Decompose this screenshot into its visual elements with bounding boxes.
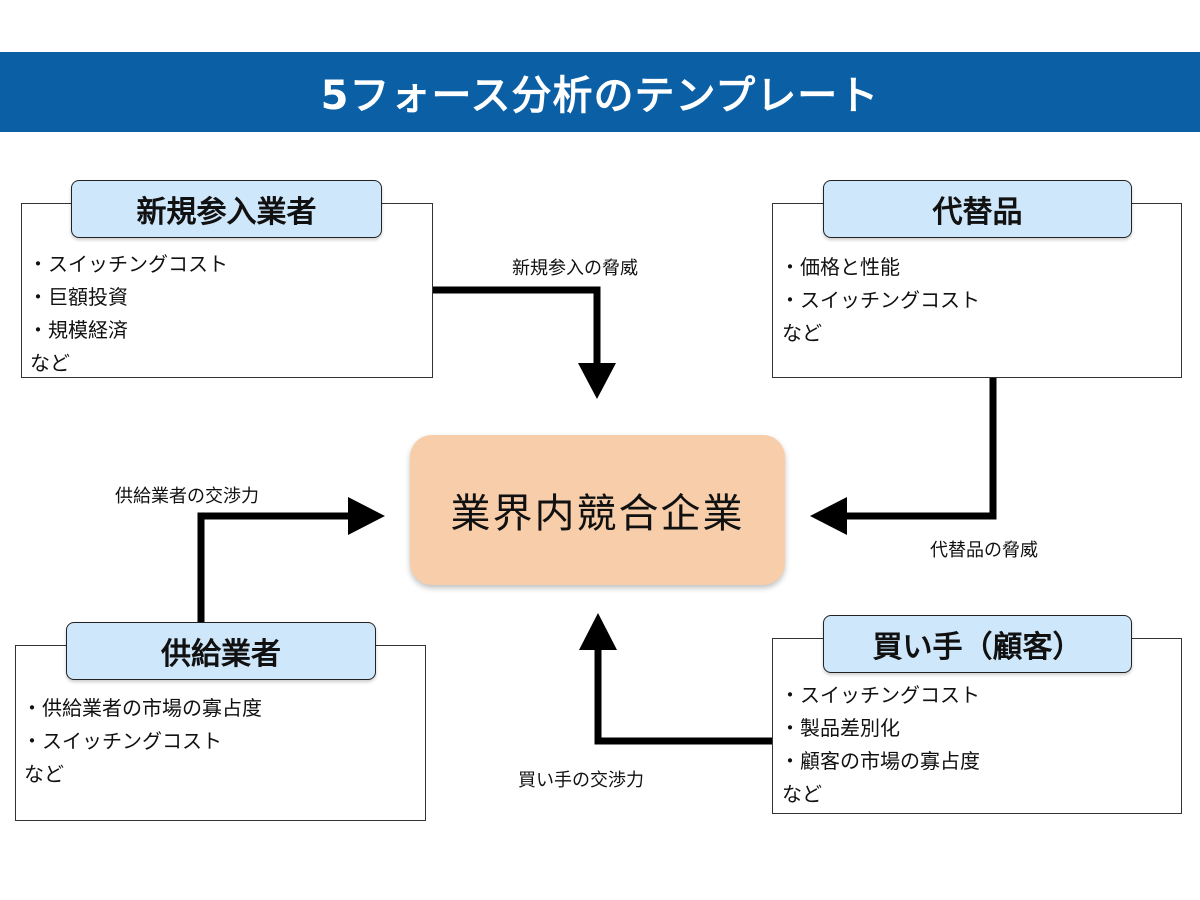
suppliers-power-label: 供給業者の交渉力 [115,486,259,507]
new-entrants-arrow-line [432,286,601,365]
suppliers-title: 供給業者 [66,622,376,680]
suppliers-list: ・供給業者の市場の寡占度 ・スイッチングコスト [22,692,262,758]
substitutes-title: 代替品 [823,180,1132,238]
new-entrants-title: 新規参入業者 [71,180,382,238]
buyers-arrowhead [579,613,617,650]
substitutes-threat-label: 代替品の脅威 [930,540,1038,561]
substitutes-list: ・価格と性能 ・スイッチングコスト [780,251,980,317]
list-item: ・規模経済 [28,318,128,342]
list-item: ・スイッチングコスト [780,683,980,707]
buyers-title: 買い手（顧客） [823,615,1132,673]
page-title: 5フォース分析のテンプレート [320,73,880,119]
list-item: ・スイッチングコスト [780,288,980,312]
substitutes-arrowhead [810,497,847,535]
new-entrants-etc: など [30,351,70,375]
list-item: ・スイッチングコスト [22,729,222,753]
list-item: ・顧客の市場の寡占度 [780,749,980,773]
buyers-list: ・スイッチングコスト ・製品差別化 ・顧客の市場の寡占度 [780,679,980,778]
suppliers-arrow-line [197,512,350,623]
title-banner: 5フォース分析のテンプレート [0,52,1200,132]
new-entrants-list: ・スイッチングコスト ・巨額投資 ・規模経済 [28,248,228,347]
suppliers-arrowhead [348,497,385,535]
buyers-arrow-line [594,648,772,745]
new-entrants-arrowhead [578,363,616,399]
new-entrants-threat-label: 新規参入の脅威 [512,258,638,279]
list-item: ・製品差別化 [780,716,900,740]
suppliers-etc: など [24,762,64,786]
substitutes-arrow-line [845,377,997,520]
list-item: ・巨額投資 [28,285,128,309]
substitutes-etc: など [782,321,822,345]
industry-rivals-box: 業界内競合企業 [410,435,785,585]
buyers-power-label: 買い手の交渉力 [518,770,644,791]
list-item: ・価格と性能 [780,255,900,279]
list-item: ・供給業者の市場の寡占度 [22,696,262,720]
list-item: ・スイッチングコスト [28,252,228,276]
buyers-etc: など [782,782,822,806]
industry-rivals-label: 業界内競合企業 [450,491,745,537]
